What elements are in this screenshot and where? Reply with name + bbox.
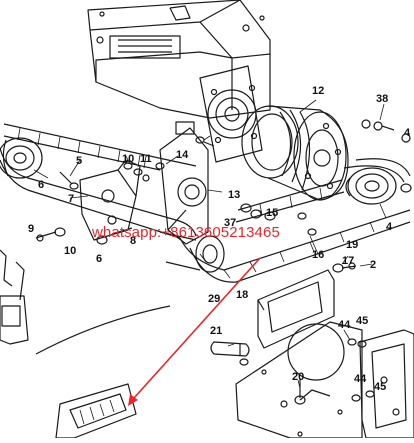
callout-6b: 6 — [96, 253, 103, 265]
centre-bracket — [159, 121, 209, 245]
callout-44a: 44 — [338, 319, 351, 331]
leader-lines — [33, 99, 387, 389]
callout-7: 7 — [68, 193, 75, 205]
cable — [35, 305, 171, 355]
callout-38: 38 — [376, 93, 389, 105]
idler-roller — [159, 231, 225, 273]
fasteners — [35, 119, 411, 402]
right-bracket-frame — [359, 329, 414, 439]
callout-5: 5 — [76, 155, 83, 167]
callout-4a: 4 — [404, 127, 411, 139]
callout-14: 14 — [176, 149, 189, 161]
callout-20: 20 — [292, 371, 305, 383]
red-pointer-arrow — [128, 257, 261, 406]
callout-12: 12 — [312, 85, 325, 97]
callout-13: 13 — [228, 189, 241, 201]
tensioner-bracket — [79, 159, 141, 241]
callout-10b: 10 — [64, 245, 77, 257]
callout-4b: 4 — [386, 221, 393, 233]
callout-45b: 45 — [374, 381, 387, 393]
callout-15: 15 — [266, 207, 279, 219]
left-frame-fragment — [0, 249, 29, 345]
callout-6a: 6 — [38, 179, 45, 191]
callout-10a: 10 — [122, 153, 135, 165]
callout-19: 19 — [346, 239, 359, 251]
engine-housing — [87, 0, 271, 119]
callout-8: 8 — [130, 235, 137, 247]
crawler-track — [0, 123, 411, 283]
drive-sprocket-right — [345, 167, 412, 205]
callout-37: 37 — [224, 217, 237, 229]
callout-9: 9 — [28, 223, 35, 235]
callout-2: 2 — [370, 259, 377, 271]
whatsapp-watermark: whatsapp:+8613605213465 — [92, 224, 280, 241]
flange-plate — [199, 65, 263, 163]
callout-11: 11 — [140, 153, 152, 165]
front-sprocket-left — [0, 137, 43, 179]
callout-45a: 45 — [356, 315, 369, 327]
foot-plate — [55, 383, 137, 439]
callout-44b: 44 — [354, 373, 367, 385]
callout-29: 29 — [208, 293, 221, 305]
callout-17: 17 — [342, 255, 355, 267]
shaft — [210, 341, 250, 366]
hydraulic-motor — [241, 105, 349, 201]
callout-16: 16 — [312, 249, 325, 261]
cover-plate — [257, 269, 335, 349]
callout-18: 18 — [236, 289, 249, 301]
callout-21: 21 — [210, 325, 223, 337]
